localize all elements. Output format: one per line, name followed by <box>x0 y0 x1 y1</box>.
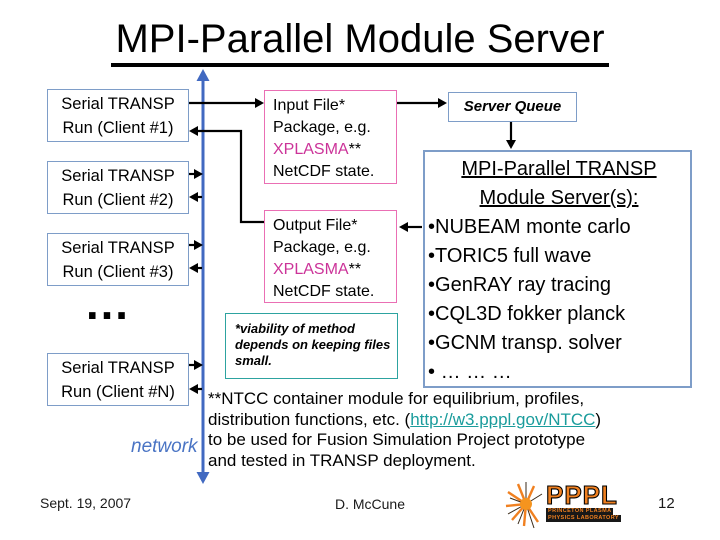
ntcc-line-3: to be used for Fusion Simulation Project… <box>208 430 586 449</box>
bullet: • <box>428 361 436 383</box>
network-bus-line <box>196 69 210 484</box>
slide-title-wrap: MPI-Parallel Module Server <box>0 16 720 67</box>
output-file-line3: XPLASMA** <box>273 259 396 281</box>
input-file-line4: NetCDF state. <box>273 163 375 180</box>
client-box-3: Serial TRANSP Run (Client #3) <box>47 233 189 286</box>
input-xplasma-highlight: XPLASMA <box>273 141 349 158</box>
footer-author: D. McCune <box>334 496 406 512</box>
module-server-box: MPI-Parallel TRANSP Module Server(s): •N… <box>423 150 692 388</box>
arrow-input-to-queue <box>397 98 447 108</box>
module-item: •TORIC5 full wave <box>428 245 592 267</box>
module-server-title-2: Module Server(s): <box>479 187 639 209</box>
slide-title: MPI-Parallel Module Server <box>111 16 609 67</box>
client-2-line2: Run (Client #2) <box>62 191 174 209</box>
module-server-title-1: MPI-Parallel TRANSP <box>461 158 657 180</box>
module-item: •GCNM transp. solver <box>428 332 622 354</box>
output-file-line4: NetCDF state. <box>273 283 375 300</box>
input-file-line3: XPLASMA** <box>273 139 396 161</box>
server-queue-box: Server Queue <box>448 92 577 122</box>
client-3-line1: Serial TRANSP <box>61 239 175 257</box>
pppl-logo-name: PPPL <box>545 480 618 510</box>
output-xplasma-highlight: XPLASMA <box>273 261 349 278</box>
client-2-line1: Serial TRANSP <box>61 167 175 185</box>
viability-note-box: *viability of method depends on keeping … <box>225 313 398 379</box>
arrow-queue-to-server <box>506 122 516 149</box>
module-item: •GenRAY ray tracing <box>428 274 612 296</box>
ntcc-line-4: and tested in TRANSP deployment. <box>208 450 476 470</box>
client-box-2: Serial TRANSP Run (Client #2) <box>47 161 189 214</box>
network-label: network <box>131 436 198 457</box>
footer-date: Sept. 19, 2007 <box>40 495 132 511</box>
arrow-clientN-bus <box>189 360 203 394</box>
module-item: •NUBEAM monte carlo <box>428 216 631 238</box>
pppl-logo-text: PPPL PRINCETON PLASMA PHYSICS LABORATORY <box>545 480 621 532</box>
output-file-line1: Output File* <box>273 217 358 234</box>
ntcc-line-1: **NTCC container module for equilibrium,… <box>208 389 585 408</box>
input-xplasma-stars: ** <box>348 141 362 158</box>
ntcc-line-2: distribution functions, etc. (http://w3.… <box>208 409 602 429</box>
arrow-client3-bus <box>189 240 203 273</box>
client-box-N: Serial TRANSP Run (Client #N) <box>47 353 189 406</box>
ntcc-link[interactable]: http://w3.pppl.gov/NTCC <box>410 409 596 429</box>
client-1-line1: Serial TRANSP <box>61 95 175 113</box>
page-number: 12 <box>658 495 675 512</box>
sunburst-icon <box>505 482 543 529</box>
pppl-logo: PPPL PRINCETON PLASMA PHYSICS LABORATORY <box>504 480 622 532</box>
clients-ellipsis: … <box>84 277 139 329</box>
arrow-server-to-output <box>399 222 422 232</box>
pppl-logo-subtitle-1: PRINCETON PLASMA <box>546 508 614 515</box>
arrow-client1-to-input <box>189 98 264 108</box>
output-xplasma-stars: ** <box>348 261 362 278</box>
client-N-line2: Run (Client #N) <box>61 383 175 401</box>
output-file-box: Output File* Package, e.g. XPLASMA** Net… <box>264 210 397 303</box>
bullet: • <box>428 274 436 296</box>
output-file-line2: Package, e.g. <box>273 239 371 256</box>
bullet: • <box>428 245 436 267</box>
bullet: • <box>428 332 436 354</box>
input-file-box: Input File* Package, e.g. XPLASMA** NetC… <box>264 90 397 184</box>
pppl-logo-subtitle-2: PHYSICS LABORATORY <box>546 515 621 522</box>
client-box-1: Serial TRANSP Run (Client #1) <box>47 89 189 142</box>
bullet: • <box>428 303 436 325</box>
client-1-line2: Run (Client #1) <box>62 119 174 137</box>
arrow-output-to-client1 <box>189 126 264 224</box>
client-N-line1: Serial TRANSP <box>61 359 175 377</box>
input-file-line1: Input File* <box>273 97 346 114</box>
arrow-client2-bus <box>189 169 203 202</box>
module-item: • … … … <box>428 361 512 383</box>
ntcc-note: **NTCC container module for equilibrium,… <box>208 389 713 471</box>
input-file-line2: Package, e.g. <box>273 119 371 136</box>
client-3-line2: Run (Client #3) <box>62 263 174 281</box>
module-item: •CQL3D fokker planck <box>428 303 626 325</box>
bullet: • <box>428 216 436 238</box>
